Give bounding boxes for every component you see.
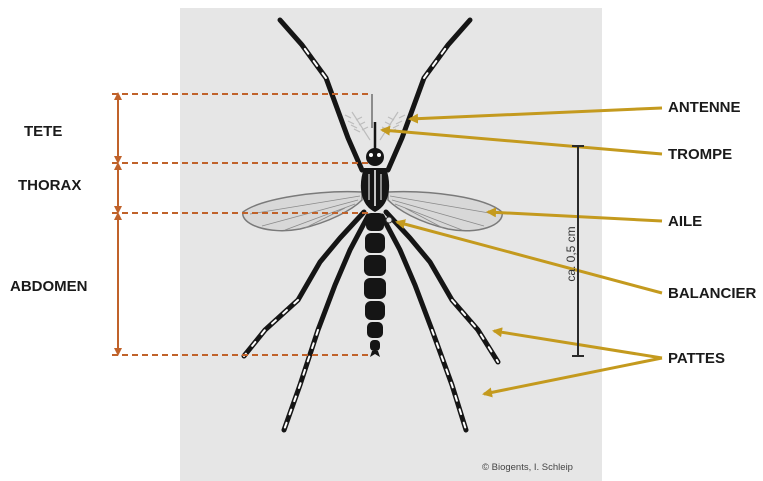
- scale-label: ca. 0,5 cm: [564, 226, 578, 281]
- label-head: TETE: [24, 123, 62, 140]
- label-thorax: THORAX: [18, 177, 81, 194]
- label-haltere: BALANCIER: [668, 285, 756, 302]
- label-proboscis: TROMPE: [668, 146, 732, 163]
- label-antenna: ANTENNE: [668, 99, 741, 116]
- label-legs: PATTES: [668, 350, 725, 367]
- illustration-panel: [180, 8, 602, 481]
- label-abdomen: ABDOMEN: [10, 278, 88, 295]
- label-wing: AILE: [668, 213, 702, 230]
- image-credit: © Biogents, I. Schleip: [482, 462, 573, 473]
- head: [366, 148, 384, 166]
- haltere: [386, 217, 392, 223]
